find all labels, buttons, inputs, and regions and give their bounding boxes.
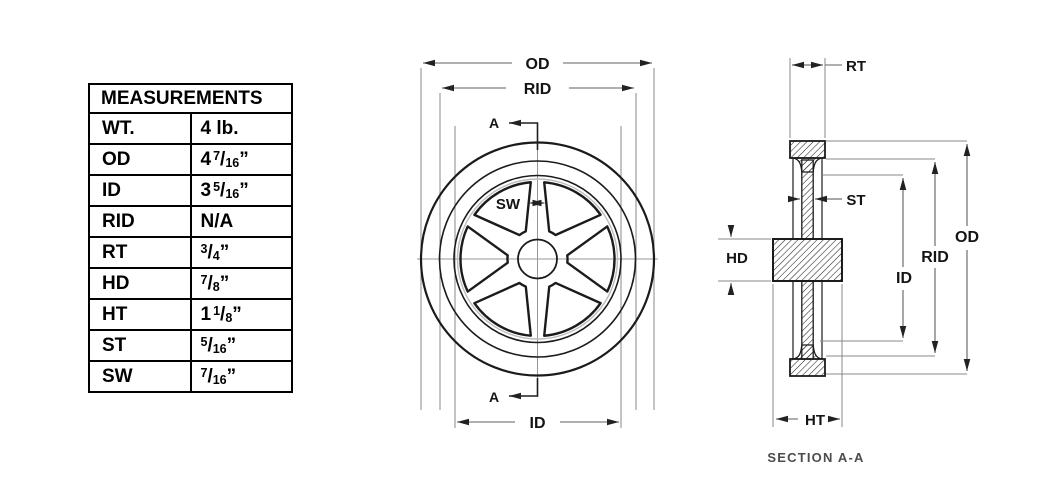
measurement-label: ST — [88, 329, 192, 362]
measurement-label: WT. — [88, 112, 192, 145]
measurement-label: SW — [88, 360, 192, 393]
od-label-section: OD — [955, 229, 979, 246]
rim-bottom-section — [789, 358, 826, 377]
hd-dimension: HD — [718, 225, 771, 295]
measurement-label: RT — [88, 236, 192, 269]
section-marker-top: A — [489, 115, 539, 150]
measurement-value: N/A — [189, 205, 293, 238]
ht-label: HT — [805, 412, 825, 429]
id-dimension-section: ID — [820, 174, 912, 342]
front-view: OD RID ID SW A — [417, 56, 658, 432]
rid-label-front: RID — [524, 81, 552, 98]
id-label-section: ID — [896, 270, 912, 287]
spoke-upper-section — [801, 159, 814, 240]
hub-bore-circle — [517, 238, 558, 280]
measurement-label: HT — [88, 298, 192, 331]
rim-top-section — [789, 140, 826, 159]
rim-middle-circle — [438, 160, 637, 358]
measurement-value: 4 lb. — [189, 112, 293, 145]
rid-dimension-front: RID — [442, 81, 634, 98]
od-dimension-section: OD — [826, 140, 979, 375]
measurement-value: 3/4” — [189, 236, 293, 269]
section-letter-bottom: A — [489, 389, 499, 405]
id-label-front: ID — [530, 415, 546, 432]
measurement-value: 5/16” — [189, 329, 293, 362]
measurement-label: HD — [88, 267, 192, 300]
measurement-label: ID — [88, 174, 192, 207]
hd-label: HD — [726, 250, 748, 267]
rid-label-section: RID — [921, 249, 949, 266]
table-row: WT.4 lb. — [88, 112, 293, 145]
sw-dimension-front: SW — [496, 196, 545, 213]
phantom-id-circle — [456, 178, 619, 340]
section-view: RT ST HD HT — [718, 58, 979, 465]
rt-label: RT — [846, 58, 866, 75]
sw-label-front: SW — [496, 196, 521, 213]
hub-section — [772, 238, 843, 282]
measurement-label: RID — [88, 205, 192, 238]
rim-inner-circle — [453, 174, 622, 344]
section-marker-bottom: A — [489, 378, 539, 405]
spoke-fillet-bottom — [793, 344, 822, 360]
measurement-value: 7/16” — [189, 360, 293, 393]
od-label-front: OD — [526, 56, 550, 73]
section-caption: SECTION A-A — [767, 450, 864, 465]
id-dimension-front: ID — [457, 415, 619, 432]
rid-dimension-section: RID — [826, 158, 949, 357]
od-dimension-front: OD — [423, 56, 652, 73]
rt-dimension: RT — [789, 58, 866, 138]
st-label: ST — [846, 192, 865, 209]
measurement-value: 7/8” — [189, 267, 293, 300]
table-title: MEASUREMENTS — [88, 83, 293, 114]
section-letter-top: A — [489, 115, 499, 131]
table-header-row: MEASUREMENTS — [88, 83, 293, 114]
measurement-label: OD — [88, 143, 192, 176]
st-dimension: ST — [788, 192, 866, 209]
